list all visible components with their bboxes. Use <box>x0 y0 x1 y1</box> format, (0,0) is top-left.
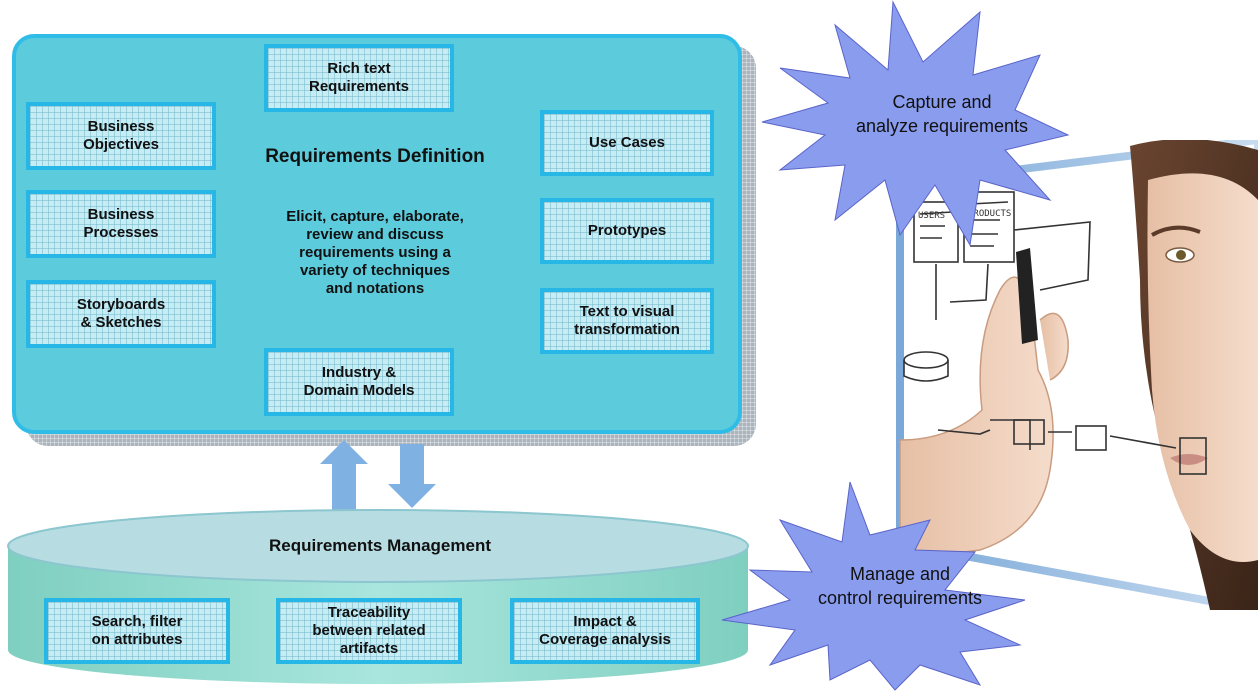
industry-domain-models-box: Industry & Domain Models <box>264 348 454 416</box>
rich-text-requirements-box: Rich text Requirements <box>264 44 454 112</box>
impact-coverage-box: Impact & Coverage analysis <box>510 598 700 664</box>
capture-callout-burst <box>761 0 1070 247</box>
capture-callout-text: Capture and analyze requirements <box>855 92 1029 136</box>
industry-domain-models-label: Industry & Domain Models <box>303 364 415 399</box>
burst-shape <box>721 481 1026 691</box>
requirements-management-title: Requirements Management <box>269 536 491 555</box>
rich-text-requirements-label: Rich text Requirements <box>308 60 410 95</box>
use-cases-box: Use Cases <box>540 110 714 176</box>
arrow-up-icon <box>320 440 368 520</box>
traceability-label: Traceability between related artifacts <box>312 604 426 657</box>
business-objectives-box: Business Objectives <box>26 102 216 170</box>
prototypes-label: Prototypes <box>587 222 667 239</box>
impact-coverage-label: Impact & Coverage analysis <box>539 613 671 648</box>
traceability-box: Traceability between related artifacts <box>276 598 462 664</box>
arrow-down-icon <box>388 444 436 508</box>
use-cases-label: Use Cases <box>589 134 665 151</box>
manage-callout-burst <box>721 481 1026 691</box>
requirements-definition-title: Requirements Definition <box>265 146 485 167</box>
prototypes-box: Prototypes <box>540 198 714 264</box>
svg-text:PRODUCTS: PRODUCTS <box>968 209 1011 219</box>
cylinder-top <box>7 509 749 583</box>
search-filter-label: Search, filter on attributes <box>91 613 183 648</box>
manage-callout-text: Manage and control requirements <box>817 564 983 608</box>
requirements-definition-description: Elicit, capture, elaborate, review and d… <box>286 208 464 297</box>
burst-shape <box>761 0 1070 247</box>
business-processes-label: Business Processes <box>83 206 159 241</box>
storyboards-sketches-label: Storyboards & Sketches <box>76 296 166 331</box>
business-objectives-label: Business Objectives <box>83 118 159 153</box>
search-filter-box: Search, filter on attributes <box>44 598 230 664</box>
storyboards-sketches-box: Storyboards & Sketches <box>26 280 216 348</box>
text-to-visual-box: Text to visual transformation <box>540 288 714 354</box>
woman-drawing-photo: USERS PRODUCTS <box>896 140 1258 610</box>
text-to-visual-label: Text to visual transformation <box>574 303 680 338</box>
arrows-graphic <box>320 440 436 520</box>
business-processes-box: Business Processes <box>26 190 216 258</box>
svg-text:USERS: USERS <box>918 211 945 221</box>
